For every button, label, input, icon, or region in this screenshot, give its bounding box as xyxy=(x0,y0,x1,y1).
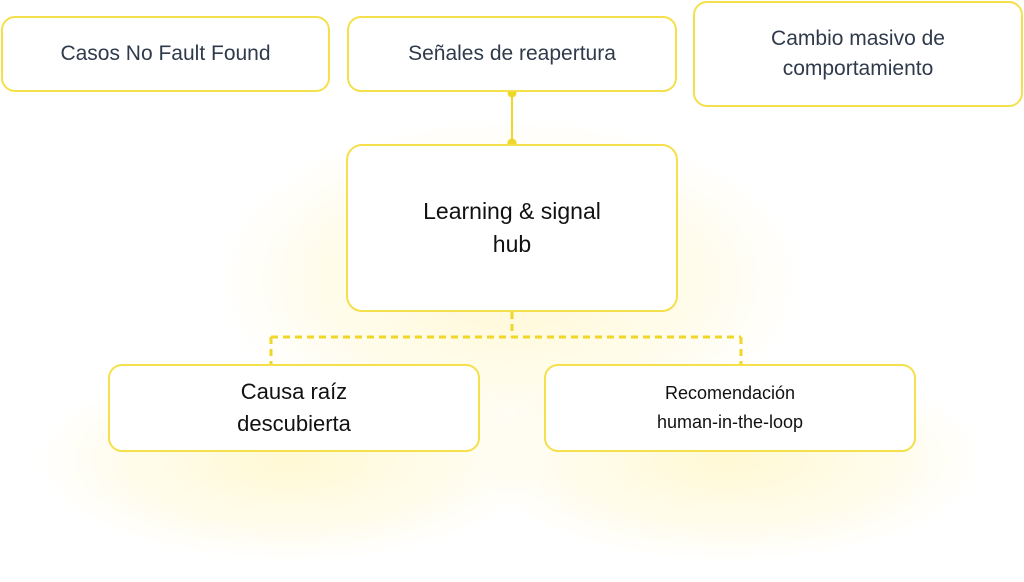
node-hub-line-1: Learning & signal xyxy=(423,197,601,224)
node-cambio-masivo-line-1: Cambio masivo de xyxy=(771,26,945,50)
node-causa-raiz-line-1: Causa raíz xyxy=(240,379,348,405)
node-cambio-masivo: Cambio masivo de comportamiento xyxy=(693,1,1023,107)
node-senales-reapertura: Señales de reapertura xyxy=(347,16,677,92)
node-hub-line-2: hub xyxy=(492,231,532,257)
node-causa-raiz-line-2: descubierta xyxy=(237,411,351,436)
node-causa-raiz: Causa raíz descubierta xyxy=(108,364,480,452)
node-recomendacion-line-1: Recomendación xyxy=(664,383,796,404)
node-cambio-masivo-line-2: comportamiento xyxy=(782,57,934,80)
node-learning-signal-hub: Learning & signal hub xyxy=(346,144,678,312)
node-recomendacion-line-2: human-in-the-loop xyxy=(656,412,804,432)
node-recomendacion: Recomendación human-in-the-loop xyxy=(544,364,916,452)
node-no-fault-found-label: Casos No Fault Found xyxy=(60,41,271,65)
node-no-fault-found: Casos No Fault Found xyxy=(1,16,330,92)
node-senales-reapertura-label: Señales de reapertura xyxy=(408,41,616,65)
dashed-connector xyxy=(269,312,743,364)
